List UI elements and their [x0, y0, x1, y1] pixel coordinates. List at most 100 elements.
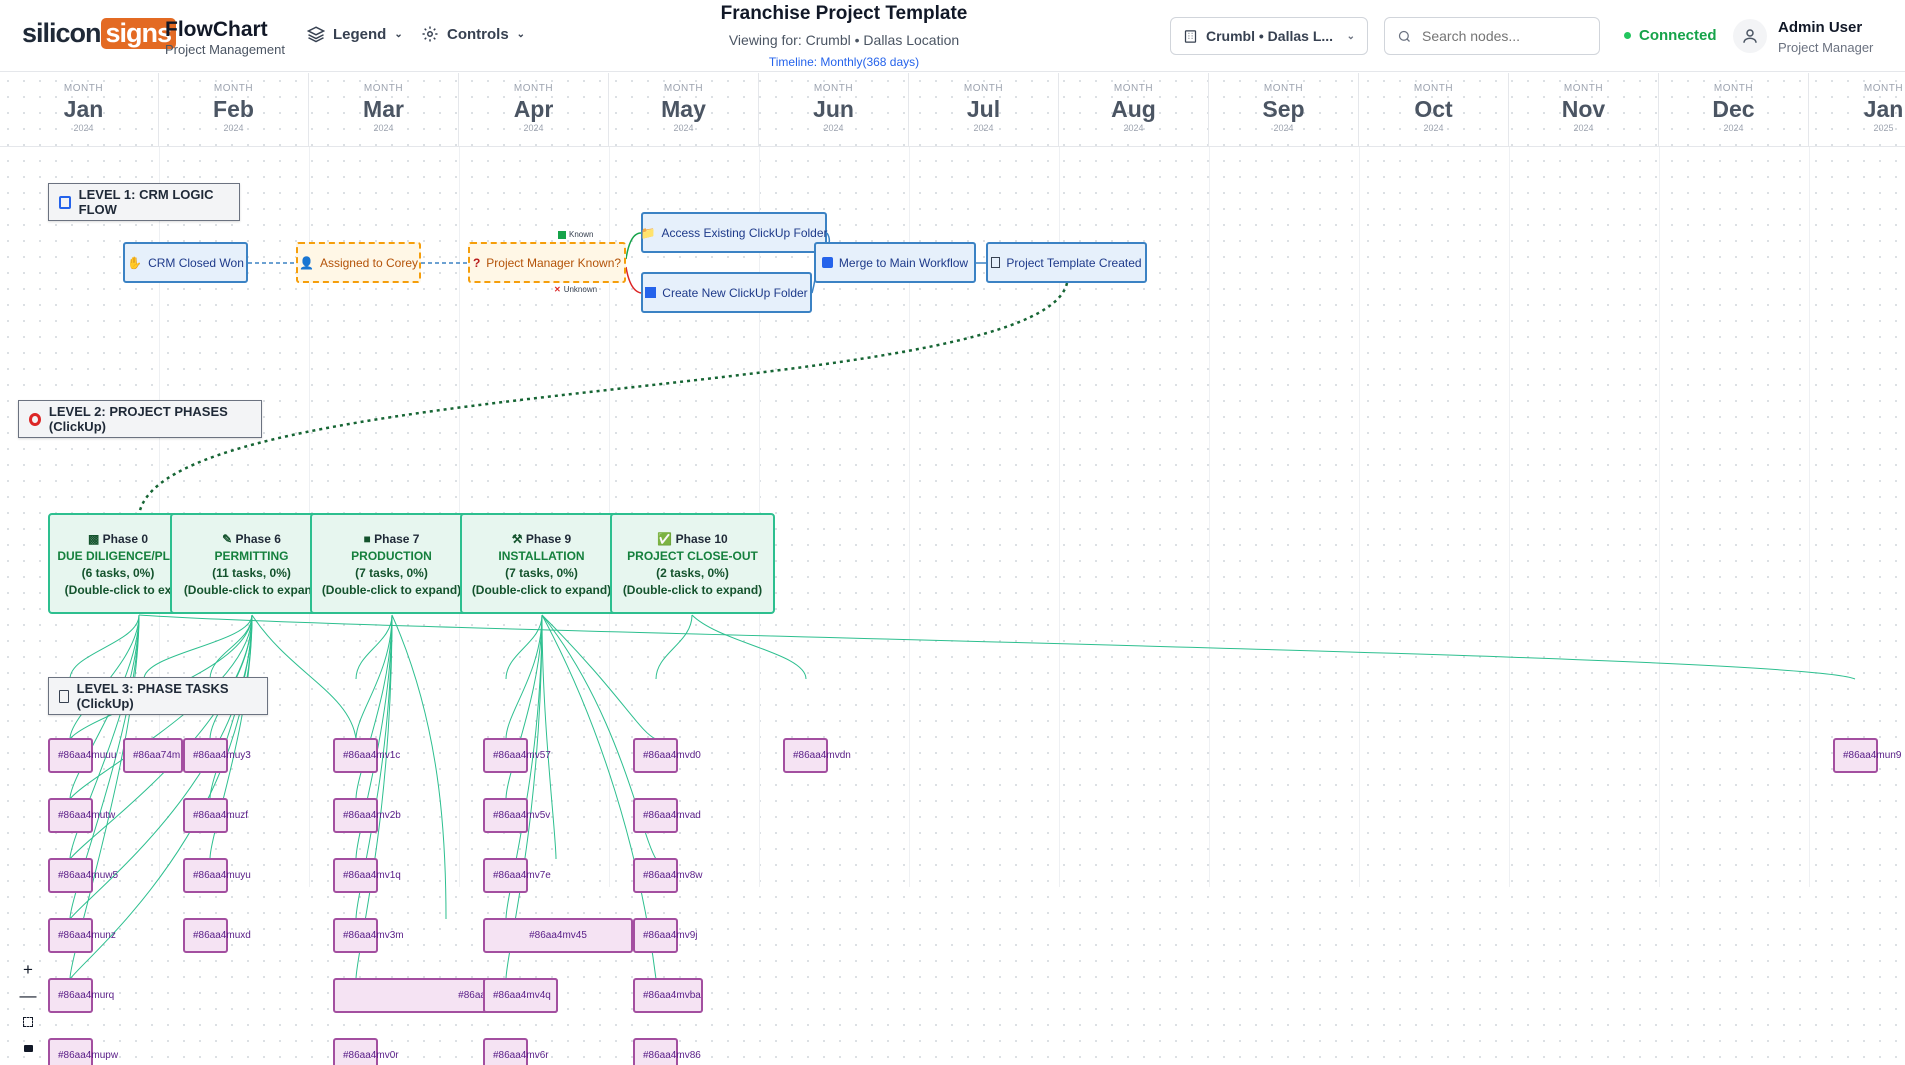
month-grid-line — [1809, 147, 1810, 887]
search-input[interactable] — [1422, 28, 1572, 44]
plus-icon: + — [23, 960, 33, 979]
avatar[interactable] — [1733, 19, 1767, 53]
task-node[interactable]: #86aa4mv86 — [633, 1038, 701, 1065]
node-create-new-folder[interactable]: Create New ClickUp Folder — [641, 272, 812, 313]
check-box-icon: ✅ — [657, 532, 673, 546]
level-1-label: LEVEL 1: CRM LOGIC FLOW — [48, 183, 240, 221]
edge-known — [625, 232, 642, 260]
phase-title: ✎ Phase 6 — [222, 532, 281, 546]
layers-icon — [307, 26, 325, 43]
clipboard-icon — [59, 689, 69, 703]
node-template-created[interactable]: Project Template Created — [986, 242, 1147, 283]
app-title: FlowChart — [165, 18, 268, 41]
node-merge-main-workflow[interactable]: Merge to Main Workflow — [814, 242, 976, 283]
task-node[interactable]: #86aa4mv45 — [483, 918, 633, 953]
task-node[interactable]: #86aa4mv8w — [633, 858, 702, 893]
task-node[interactable]: #86aa4mupw — [48, 1038, 118, 1065]
task-node[interactable]: #86aa4mv5v — [483, 798, 550, 833]
zoom-in-button[interactable]: + — [16, 958, 40, 982]
location-select[interactable]: Crumbl • Dallas L... ⌄ — [1170, 17, 1368, 55]
legend-menu-button[interactable]: Legend ⌄ — [307, 25, 403, 43]
task-node[interactable]: #86aa74m — [123, 738, 183, 773]
task-node[interactable]: #86aa4mv6r — [483, 1038, 549, 1065]
phase-6-node[interactable]: ✎ Phase 6 PERMITTING (11 tasks, 0%) (Dou… — [170, 513, 333, 614]
user-role: Project Manager — [1778, 40, 1874, 55]
node-assigned-to-corey[interactable]: 👤 Assigned to Corey — [296, 242, 421, 283]
lock-button[interactable] — [16, 1036, 40, 1060]
user-name: Admin User — [1778, 19, 1863, 36]
task-node[interactable]: #86aa4mvad — [633, 798, 701, 833]
task-node[interactable]: #86aa4muzf — [183, 798, 248, 833]
zoom-out-button[interactable]: — — [16, 984, 40, 1008]
connection-status: Connected — [1624, 27, 1717, 44]
task-node[interactable]: #86aa4mv1c — [333, 738, 400, 773]
edge-unknown — [625, 266, 642, 294]
task-node[interactable]: #86aa4mv1q — [333, 858, 401, 893]
status-dot-icon — [1624, 32, 1631, 39]
task-node[interactable]: #86aa4munz — [48, 918, 116, 953]
user-icon — [1743, 29, 1757, 43]
task-node[interactable]: #86aa4mvd0 — [633, 738, 701, 773]
chevron-down-icon: ⌄ — [516, 28, 526, 40]
month-grid-line — [909, 147, 910, 887]
task-node[interactable]: #86aa4muy3 — [183, 738, 251, 773]
month-grid-line — [1659, 147, 1660, 887]
task-node[interactable]: #86aa4mv9j — [633, 918, 697, 953]
chevron-down-icon: ⌄ — [1346, 30, 1355, 42]
factory-icon: ■ — [363, 532, 371, 546]
task-node[interactable]: #86aa4muyu — [183, 858, 251, 893]
phase-title: ▩ Phase 0 — [87, 532, 149, 546]
task-node[interactable]: #86aa4mv7e — [483, 858, 551, 893]
document-icon — [991, 257, 1001, 268]
question-icon: ? — [472, 255, 481, 270]
node-access-existing-folder[interactable]: 📁 Access Existing ClickUp Folder — [641, 212, 828, 253]
phase-10-node[interactable]: ✅ Phase 10 PROJECT CLOSE-OUT (2 tasks, 0… — [610, 513, 775, 614]
task-node[interactable]: #86aa4mv0r — [333, 1038, 399, 1065]
search-box[interactable] — [1384, 17, 1600, 55]
task-node[interactable]: #86aa4murq — [48, 978, 114, 1013]
node-crm-closed-won[interactable]: ✋ CRM Closed Won — [123, 242, 248, 283]
month-grid-line — [1059, 147, 1060, 887]
task-node[interactable]: #86aa4mutw — [48, 798, 115, 833]
node-pm-known[interactable]: ? Project Manager Known? — [468, 242, 626, 283]
phase-0-node[interactable]: ▩ Phase 0 DUE DILIGENCE/PLA (6 tasks, 0%… — [48, 513, 188, 614]
phase-9-node[interactable]: ⚒ Phase 9 INSTALLATION (7 tasks, 0%) (Do… — [460, 513, 623, 614]
task-node[interactable]: #86aa4mun9 — [1833, 738, 1901, 773]
memo-icon: ✎ — [222, 532, 233, 546]
task-node[interactable]: #86aa4mvdn — [783, 738, 851, 773]
month-grid-line — [1509, 147, 1510, 887]
fit-view-button[interactable] — [16, 1010, 40, 1034]
task-node[interactable]: #86aa4mv3m — [333, 918, 404, 953]
task-node[interactable]: #86aa4muxd — [183, 918, 251, 953]
task-node[interactable]: #86aa4muuu — [48, 738, 116, 773]
task-node[interactable]: #86aa4muw5 — [48, 858, 118, 893]
gear-icon — [422, 26, 438, 42]
controls-menu-button[interactable]: Controls ⌄ — [421, 25, 525, 43]
task-node[interactable]: #86aa4mv2b — [333, 798, 401, 833]
level-2-label: LEVEL 2: PROJECT PHASES (ClickUp) — [18, 400, 262, 438]
edge-label-unknown: ✕ Unknown — [554, 285, 598, 294]
person-icon: 👤 — [298, 255, 314, 270]
task-node[interactable]: #86aa4mvba — [633, 978, 703, 1013]
fit-view-icon — [23, 1017, 33, 1027]
chevron-down-icon: ⌄ — [394, 28, 403, 40]
task-node[interactable]: #86aa4mv57 — [483, 738, 551, 773]
task-node[interactable]: #86aa4mv4q — [483, 978, 558, 1013]
phase-7-node[interactable]: ■ Phase 7 PRODUCTION (7 tasks, 0%) (Doub… — [310, 513, 473, 614]
lock-icon — [23, 1044, 33, 1052]
check-icon — [558, 230, 566, 239]
